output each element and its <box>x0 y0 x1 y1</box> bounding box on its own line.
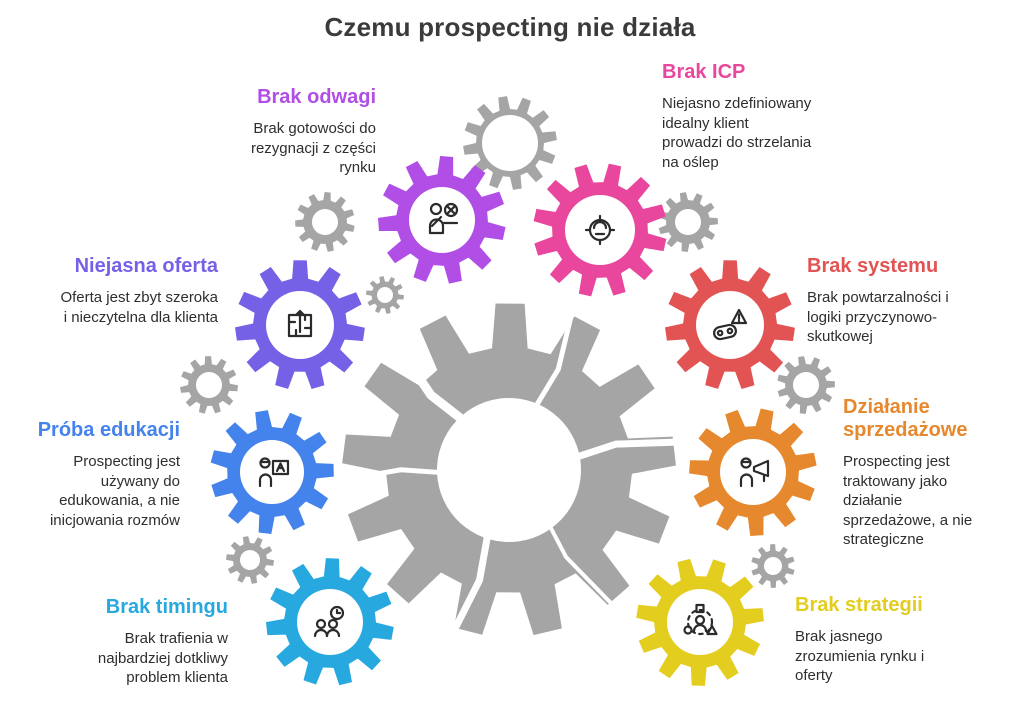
page-title: Czemu prospecting nie działa <box>324 12 696 42</box>
gear-hub <box>720 439 786 505</box>
teacher-board-icon <box>258 457 290 488</box>
item-title: Niejasna oferta <box>74 255 218 277</box>
item-dzialanie-sprzedazowe: Działanie sprzedażowe Prospecting jest t… <box>843 396 993 550</box>
decor-gear <box>658 192 718 252</box>
decor-gears <box>180 96 835 588</box>
decor-gear <box>463 96 557 190</box>
item-title: Brak systemu <box>807 255 939 277</box>
item-niejasna-oferta: Niejasna oferta Oferta jest zbyt szeroka… <box>58 255 218 327</box>
decor-gear <box>180 356 239 414</box>
item-description: Brak trafienia w najbardziej dotkliwy pr… <box>97 630 228 686</box>
people-clock-icon <box>313 605 345 638</box>
item-brak-odwagi: Brak odwagi Brak gotowości do rezygnacji… <box>226 86 376 178</box>
item-description: Prospecting jest traktowany jako działan… <box>843 453 973 548</box>
target-face-icon <box>584 214 616 246</box>
central-gear-hub <box>437 398 581 542</box>
gear-hub <box>409 187 475 253</box>
decor-gear <box>366 276 404 314</box>
gear-hub <box>565 195 635 265</box>
decor-gear <box>226 536 274 584</box>
gear-dzialanie-sprzedazowe <box>689 408 817 536</box>
megaphone-person-icon <box>739 457 770 488</box>
item-description: Niejasno zdefiniowany idealny klient pro… <box>662 95 812 171</box>
item-title: Brak strategii <box>795 594 923 616</box>
person-rejected-icon <box>428 202 459 235</box>
item-brak-strategii: Brak strategii Brak jasnego zrozumienia … <box>795 594 945 686</box>
gear-proba-edukacji <box>210 410 334 534</box>
item-title: Brak timingu <box>105 596 228 618</box>
item-description: Brak jasnego zrozumienia rynku i oferty <box>795 628 925 684</box>
gear-niejasna-oferta <box>235 260 365 389</box>
item-description: Oferta jest zbyt szeroka i nieczytelna d… <box>60 289 218 326</box>
item-description: Prospecting jest używany do edukowania, … <box>49 453 180 529</box>
decor-gear <box>295 191 355 252</box>
decor-gear <box>751 544 795 588</box>
item-title: Brak ICP <box>662 61 746 83</box>
maze-arrow-icon <box>287 309 313 338</box>
person-shapes-icon <box>683 603 718 636</box>
gear-brak-timingu <box>265 558 394 686</box>
central-broken-gear <box>340 303 677 636</box>
decor-gear <box>777 356 835 414</box>
item-proba-edukacji: Próba edukacji Prospecting jest używany … <box>30 419 180 530</box>
gear-brak-icp <box>533 163 667 297</box>
item-description: Brak powtarzalności i logiki przyczynowo… <box>807 289 949 345</box>
chain-warning-icon <box>713 308 748 341</box>
item-brak-icp: Brak ICP Niejasno zdefiniowany idealny k… <box>662 61 812 172</box>
gear-brak-systemu <box>665 260 795 389</box>
item-description: Brak gotowości do rezygnacji z części ry… <box>250 120 376 176</box>
item-brak-systemu: Brak systemu Brak powtarzalności i logik… <box>807 255 957 347</box>
central-gear-cracks <box>340 313 677 631</box>
gear-brak-odwagi <box>378 156 506 284</box>
item-title: Brak odwagi <box>257 86 376 108</box>
item-title: Działanie sprzedażowe <box>843 396 968 441</box>
item-brak-timingu: Brak timingu Brak trafienia w najbardzie… <box>68 596 228 688</box>
gear-brak-strategii <box>636 558 764 686</box>
gear-hub <box>667 589 733 655</box>
item-title: Próba edukacji <box>37 419 180 441</box>
